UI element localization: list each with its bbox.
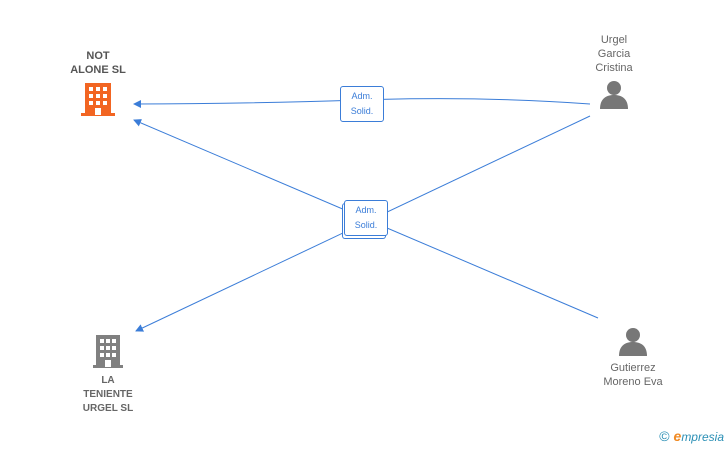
person-icon xyxy=(619,328,647,356)
edge-tag-top-line2: Solid. xyxy=(350,106,374,116)
node-not-alone-sl[interactable]: NOT ALONE SL xyxy=(58,49,138,122)
la-teniente-label: LA TENIENTE URGEL SL xyxy=(82,375,134,414)
edge-tag-top-line1: Adm. xyxy=(351,91,373,101)
urgel-label: Urgel Garcia Cristina xyxy=(595,34,633,74)
not-alone-label: NOT ALONE SL xyxy=(70,50,126,76)
building-icon xyxy=(93,335,123,368)
copyright-symbol: © xyxy=(659,428,670,444)
edge-tag-top[interactable]: Adm. Solid. xyxy=(340,86,384,122)
person-icon xyxy=(600,81,628,109)
building-icon xyxy=(81,83,115,116)
brand-name: mpresia xyxy=(681,430,724,444)
edge-tag-center[interactable]: Adm. Solid. xyxy=(344,200,388,236)
node-gutierrez-moreno-eva[interactable]: Gutierrez Moreno Eva xyxy=(590,326,676,389)
edge-tag-center-line1: Adm. xyxy=(355,205,377,215)
brand-initial: e xyxy=(673,428,682,444)
node-la-teniente-urgel-sl[interactable]: LA TENIENTE URGEL SL xyxy=(68,333,148,416)
brand-logo[interactable]: ©empresia xyxy=(659,428,724,444)
node-urgel-garcia-cristina[interactable]: Urgel Garcia Cristina xyxy=(578,33,650,114)
gutierrez-label: Gutierrez Moreno Eva xyxy=(603,362,663,388)
edge-tag-center-line2: Solid. xyxy=(354,220,378,230)
